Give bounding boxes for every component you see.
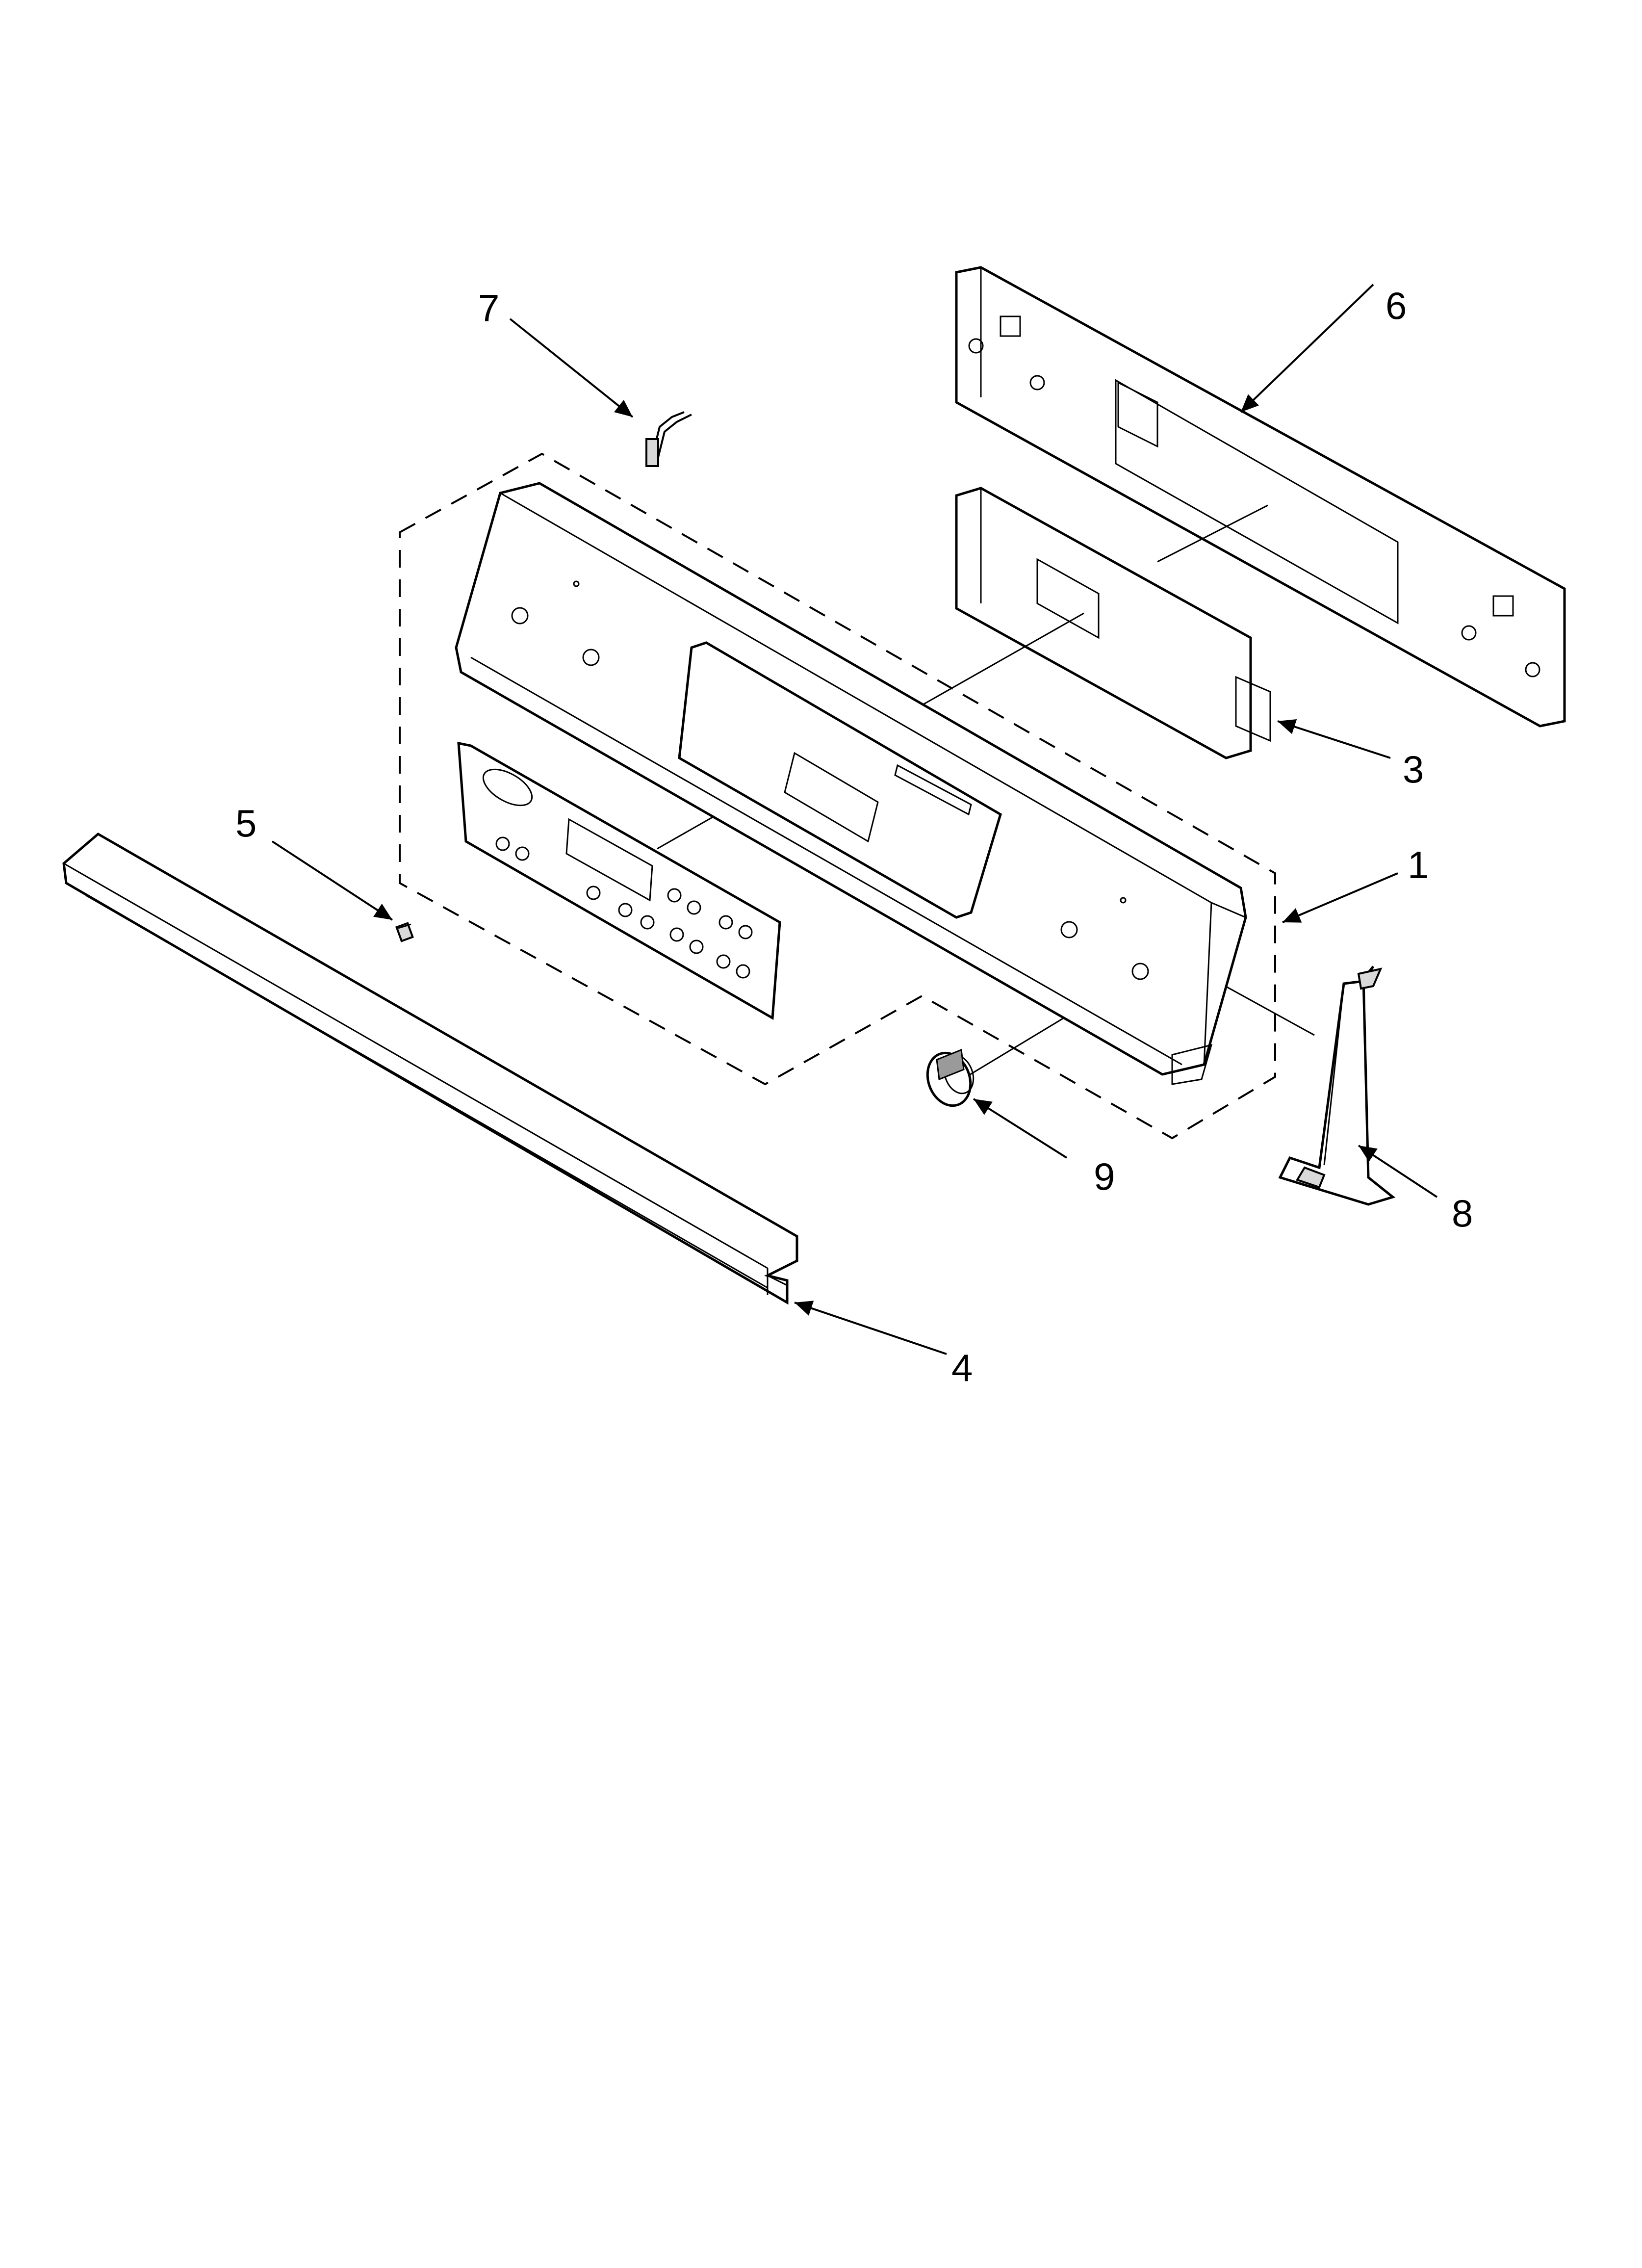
screw-icon: [395, 922, 414, 942]
callout-5: 5: [235, 802, 257, 845]
leader-1: [1282, 872, 1398, 923]
trim-strip-icon: [62, 832, 798, 1305]
callout-1: 1: [1408, 843, 1429, 886]
leader-6: [1240, 284, 1374, 413]
console-panel-icon: [455, 482, 1247, 1085]
leader-8: [1358, 1145, 1438, 1198]
leader-9: [973, 1098, 1068, 1159]
rear-console-panel-icon: [955, 266, 1566, 728]
leader-7: [509, 318, 634, 418]
callout-8: 8: [1452, 1192, 1473, 1235]
callout-4: 4: [951, 1346, 973, 1389]
callout-7: 7: [478, 287, 499, 330]
callout-6: 6: [1385, 284, 1407, 327]
guide-line: [1216, 980, 1315, 1036]
control-overlay-icon: [457, 741, 781, 1020]
leader-5: [271, 840, 393, 921]
end-cap-icon: [1278, 965, 1396, 1206]
callout-3: 3: [1403, 748, 1424, 791]
leader-4: [794, 1301, 947, 1355]
leader-3: [1277, 719, 1391, 759]
assembly-boundary: [399, 452, 1276, 1140]
wire-harness-icon: [645, 411, 692, 467]
guide-line: [919, 612, 1084, 707]
control-board-icon: [955, 487, 1271, 759]
knob-icon: [926, 1048, 975, 1107]
callout-9: 9: [1094, 1155, 1115, 1198]
guide-line: [1157, 504, 1268, 563]
